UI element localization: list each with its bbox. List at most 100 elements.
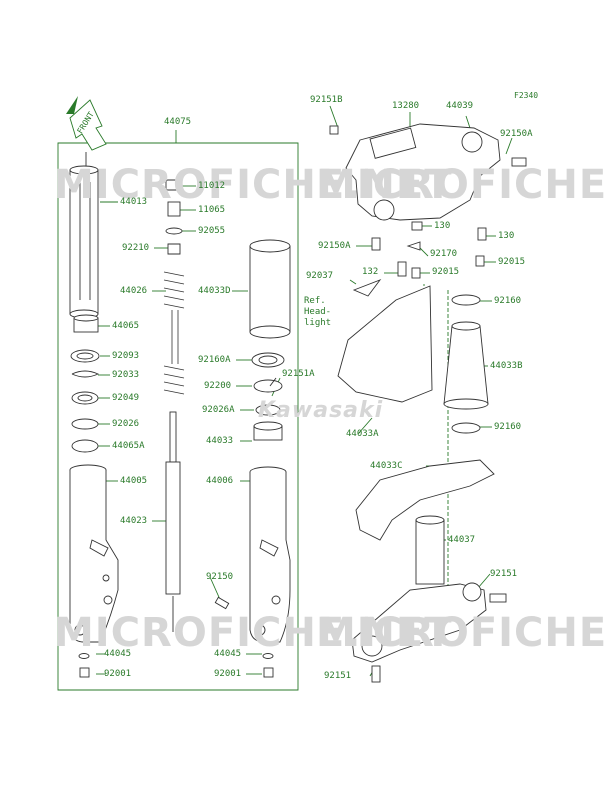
label-92210: 92210	[122, 243, 150, 253]
headlight-reference-line: light	[304, 318, 332, 328]
label-92170: 92170	[430, 249, 458, 259]
label-44039: 44039	[446, 101, 474, 111]
bolt-92151-right	[489, 593, 507, 603]
cover-44033C	[355, 459, 495, 541]
watermark-top-right: MICROFICHE.NET	[316, 162, 611, 208]
label-92160A: 92160A	[198, 355, 231, 365]
bolt-92001-left	[79, 667, 90, 678]
label-92001-right: 92001	[214, 669, 242, 679]
label-92093: 92093	[112, 351, 140, 361]
label-92200: 92200	[204, 381, 232, 391]
seal-92160-top	[451, 294, 481, 306]
label-92160-top: 92160	[494, 296, 522, 306]
collar-92015a	[411, 267, 421, 279]
label-92001-left: 92001	[104, 669, 132, 679]
label-44026: 44026	[120, 286, 148, 296]
label-92055: 92055	[198, 226, 226, 236]
label-44033: 44033	[206, 436, 234, 446]
washer-92026	[71, 418, 99, 430]
circlip-92033	[71, 370, 100, 378]
label-92033: 92033	[112, 370, 140, 380]
label-92150: 92150	[206, 572, 234, 582]
label-44005: 44005	[120, 476, 148, 486]
fork-tube-44033D	[249, 239, 291, 339]
washer-44045-left	[78, 653, 90, 659]
steering-stem-44037	[351, 515, 507, 683]
collar-92015b	[475, 255, 485, 267]
label-132: 132	[362, 267, 379, 277]
label-44045-right: 44045	[214, 649, 242, 659]
label-92015-b: 92015	[498, 257, 526, 267]
label-92151-right: 92151	[490, 569, 518, 579]
bushing-44065	[73, 314, 99, 333]
label-130-b: 130	[498, 231, 515, 241]
front-arrow-icon	[66, 96, 107, 151]
washer-92026A	[255, 404, 281, 416]
label-92150A-lower: 92150A	[318, 241, 351, 251]
brand-watermark: Kawasaki	[258, 398, 384, 423]
label-44033D: 44033D	[198, 286, 231, 296]
label-92049: 92049	[112, 393, 140, 403]
label-13280: 13280	[392, 101, 420, 111]
label-44045-left: 44045	[104, 649, 132, 659]
label-44037: 44037	[448, 535, 476, 545]
damper-rod-44023	[165, 411, 181, 632]
clip-92170	[406, 241, 421, 251]
label-92151-bottom: 92151	[324, 671, 352, 681]
bolt-92151-bottom	[371, 665, 381, 683]
label-92151B: 92151B	[310, 95, 343, 105]
label-11012: 11012	[198, 181, 226, 191]
washer-92200	[253, 379, 283, 393]
spring-44026	[163, 271, 185, 395]
label-92026: 92026	[112, 419, 140, 429]
label-92151A: 92151A	[282, 369, 315, 379]
label-92026A: 92026A	[202, 405, 235, 415]
bolt-132	[397, 261, 407, 277]
outer-tube-left	[69, 464, 119, 643]
upper-bracket-44039	[345, 123, 501, 221]
label-92150A-top: 92150A	[500, 129, 533, 139]
headlight-reference-line: Head-	[304, 307, 332, 317]
tube-44033B	[443, 325, 489, 405]
label-44006: 44006	[206, 476, 234, 486]
headlight-bracket	[337, 279, 433, 403]
bolt-92151B	[329, 125, 339, 135]
label-44065: 44065	[112, 321, 140, 331]
label-44075: 44075	[164, 117, 192, 127]
label-44033B: 44033B	[490, 361, 523, 371]
label-44065A: 44065A	[112, 441, 145, 451]
watermark-top-left: MICROFICHE.NET	[54, 162, 453, 208]
watermark-bottom-left: MICROFICHE.NET	[54, 610, 453, 656]
cap-11012	[165, 179, 183, 191]
bolt-92001-right	[263, 667, 274, 678]
label-44033A: 44033A	[346, 429, 379, 439]
headlight-reference-line: Ref.	[304, 296, 326, 306]
nut-92210	[167, 243, 181, 255]
seal-92160-bottom	[451, 422, 481, 434]
label-130-a: 130	[434, 221, 451, 231]
label-44033C: 44033C	[370, 461, 403, 471]
bushing-44065A	[71, 439, 99, 453]
label-92037: 92037	[306, 271, 334, 281]
fork-tube-left	[69, 152, 99, 319]
label-44023: 44023	[120, 516, 148, 526]
screw-92151A	[269, 377, 277, 387]
bolt-11065	[167, 201, 181, 217]
o-ring-92055	[165, 227, 183, 235]
washer-44045-right	[262, 653, 274, 659]
label-92160-bottom: 92160	[494, 422, 522, 432]
headlight-reference-note: Ref.Head-light	[304, 296, 331, 329]
bolt-92150A-lower	[371, 237, 381, 251]
label-44013: 44013	[120, 197, 148, 207]
outer-tube-right	[249, 466, 291, 643]
bolt-130a	[411, 221, 423, 231]
bolt-130b	[477, 227, 487, 241]
label-11065: 11065	[198, 205, 226, 215]
bolt-92150A-top	[511, 157, 527, 167]
diagram-code: F2340	[514, 91, 539, 100]
fork-assembly-frame	[57, 142, 299, 691]
watermark-bottom-right: MICROFICHE.NET	[316, 610, 611, 656]
label-92015-a: 92015	[432, 267, 460, 277]
